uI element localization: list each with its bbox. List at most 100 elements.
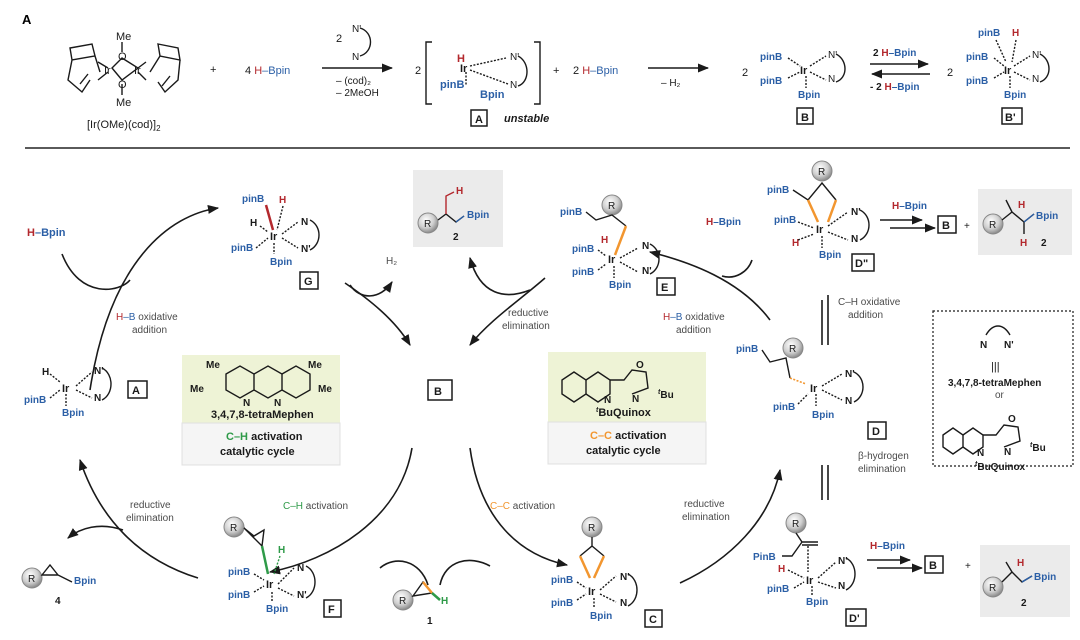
beta-hydride-label-2: elimination xyxy=(858,464,906,475)
ligand-legend-box xyxy=(932,310,1074,467)
svg-text:N: N xyxy=(851,234,858,245)
legend-option-1: 3,4,7,8-tetraMephen xyxy=(948,378,1041,389)
svg-text:R: R xyxy=(989,583,996,594)
svg-text:H: H xyxy=(250,218,257,229)
svg-text:Bpin: Bpin xyxy=(1034,572,1056,583)
intermediate-label-A: A xyxy=(475,114,483,126)
svg-text:N: N xyxy=(274,398,281,409)
oxygen-label: O xyxy=(118,79,127,91)
intermediate-label-B-product-2: B xyxy=(929,560,937,572)
intermediate-C-structure: R pinB pinB Ir Bpin N' N xyxy=(551,516,638,622)
svg-text:Ir: Ir xyxy=(62,383,70,395)
svg-text:R: R xyxy=(399,596,406,607)
me-label: Me xyxy=(116,97,131,109)
intermediate-G-structure: pinB H H pinB Ir Bpin N N' xyxy=(231,194,320,268)
bracket-left xyxy=(425,41,432,105)
cycle-arrow-E-to-B xyxy=(469,277,546,346)
cycle-arrow-B-to-C xyxy=(469,447,569,568)
svg-text:O: O xyxy=(1008,414,1016,425)
equivalence-symbol: ||| xyxy=(991,361,1000,373)
svg-text:H: H xyxy=(1018,200,1025,211)
hb-oxidative-addition-label-right-2: addition xyxy=(676,325,711,336)
svg-text:pinB: pinB xyxy=(966,52,988,63)
svg-text:N: N xyxy=(1032,74,1039,85)
svg-text:Bpin: Bpin xyxy=(806,597,828,608)
product-2-box xyxy=(413,170,503,247)
svg-text:H: H xyxy=(1017,558,1024,569)
panel-label: A xyxy=(22,12,32,27)
label-box-F xyxy=(323,599,342,618)
svg-text:N: N xyxy=(301,217,308,228)
substrate-entry-arrow-F xyxy=(379,560,429,586)
svg-text:R: R xyxy=(608,201,615,212)
label-box-A xyxy=(470,109,488,127)
svg-text:pinB: pinB xyxy=(773,402,795,413)
ligand-coefficient: 2 xyxy=(336,33,342,45)
product-2-number: 2 xyxy=(453,232,459,243)
svg-text:pinB: pinB xyxy=(760,76,782,87)
svg-text:Me: Me xyxy=(318,384,332,395)
label-box-B-product-2 xyxy=(924,555,944,574)
label-box-B-product xyxy=(937,215,957,234)
svg-text:Bpin: Bpin xyxy=(1036,211,1058,222)
ligand-box-ch xyxy=(182,355,340,423)
ch-oxidative-addition-label: C–H oxidative xyxy=(838,297,901,308)
reductive-elimination-label-2: elimination xyxy=(502,321,550,332)
equilibrium-forward-label: 2 H–Bpin xyxy=(873,48,916,59)
hbpin-reagent-Dp: H–Bpin xyxy=(870,541,905,552)
svg-text:tBu: tBu xyxy=(1030,442,1046,454)
legend-n-prime: N' xyxy=(1004,340,1014,351)
cycle-arrow-A-to-G xyxy=(89,205,220,391)
svg-text:Bpin: Bpin xyxy=(270,257,292,268)
plus-sign: + xyxy=(553,65,559,77)
svg-text:pinB: pinB xyxy=(551,575,573,586)
svg-text:N: N xyxy=(632,394,639,405)
nitrogen-label: N xyxy=(352,52,359,63)
label-box-Dp xyxy=(845,608,867,627)
svg-text:N: N xyxy=(838,581,845,592)
hbpin-reagent-2: 2 H–Bpin xyxy=(573,65,618,77)
reductive-elimination-label-left-2: elimination xyxy=(126,513,174,524)
svg-text:N': N' xyxy=(297,590,307,601)
ligand-box-cc xyxy=(548,352,706,422)
substrate-entry-arrow-C xyxy=(439,559,491,586)
product-4-number: 4 xyxy=(55,596,61,607)
svg-text:Ir: Ir xyxy=(588,586,596,598)
tbuquinox-structure: O N N tBu xyxy=(561,360,674,406)
byproduct-cod: – (cod)₂ xyxy=(336,76,371,87)
precatalyst-structure: Me O Ir Ir O Me [Ir(OMe)(cod)]2 xyxy=(67,31,181,133)
svg-text:Bpin: Bpin xyxy=(480,89,505,101)
svg-text:R: R xyxy=(789,344,796,355)
svg-text:Bpin: Bpin xyxy=(812,410,834,421)
intermediate-label-D: D xyxy=(872,426,880,438)
svg-text:R: R xyxy=(588,523,595,534)
ch-cycle-title: C–H activation xyxy=(226,431,303,443)
label-box-Bp xyxy=(1001,107,1023,125)
svg-text:H: H xyxy=(42,367,49,378)
svg-text:pinB: pinB xyxy=(760,52,782,63)
label-box-C xyxy=(644,609,663,628)
label-box-E xyxy=(656,277,676,296)
svg-text:H: H xyxy=(278,545,285,556)
svg-text:Bpin: Bpin xyxy=(819,250,841,261)
ligand-name-tbuquinox: tBuQuinox xyxy=(596,407,652,419)
svg-text:pinB: pinB xyxy=(440,79,464,91)
svg-text:Ir: Ir xyxy=(806,575,814,587)
nitrogen-label: N' xyxy=(352,24,361,35)
beta-hydride-label: β-hydrogen xyxy=(858,451,909,462)
svg-text:N': N' xyxy=(620,572,630,583)
cycle-box-cc xyxy=(547,421,707,465)
svg-text:Bpin: Bpin xyxy=(609,280,631,291)
intermediate-label-B: B xyxy=(801,112,809,124)
svg-text:R: R xyxy=(989,220,996,231)
svg-text:H: H xyxy=(456,186,463,197)
tetramephen-structure: Me Me Me Me N N xyxy=(190,360,332,409)
ch-oxidative-addition-label-2: addition xyxy=(848,310,883,321)
svg-text:N': N' xyxy=(851,207,861,218)
svg-text:Me: Me xyxy=(206,360,220,371)
cc-cycle-subtitle: catalytic cycle xyxy=(586,445,661,457)
svg-text:pinB: pinB xyxy=(767,584,789,595)
svg-text:N: N xyxy=(94,393,101,404)
intermediate-label-C: C xyxy=(649,614,657,626)
hbpin-reagent-cycle: H–Bpin xyxy=(27,227,66,239)
